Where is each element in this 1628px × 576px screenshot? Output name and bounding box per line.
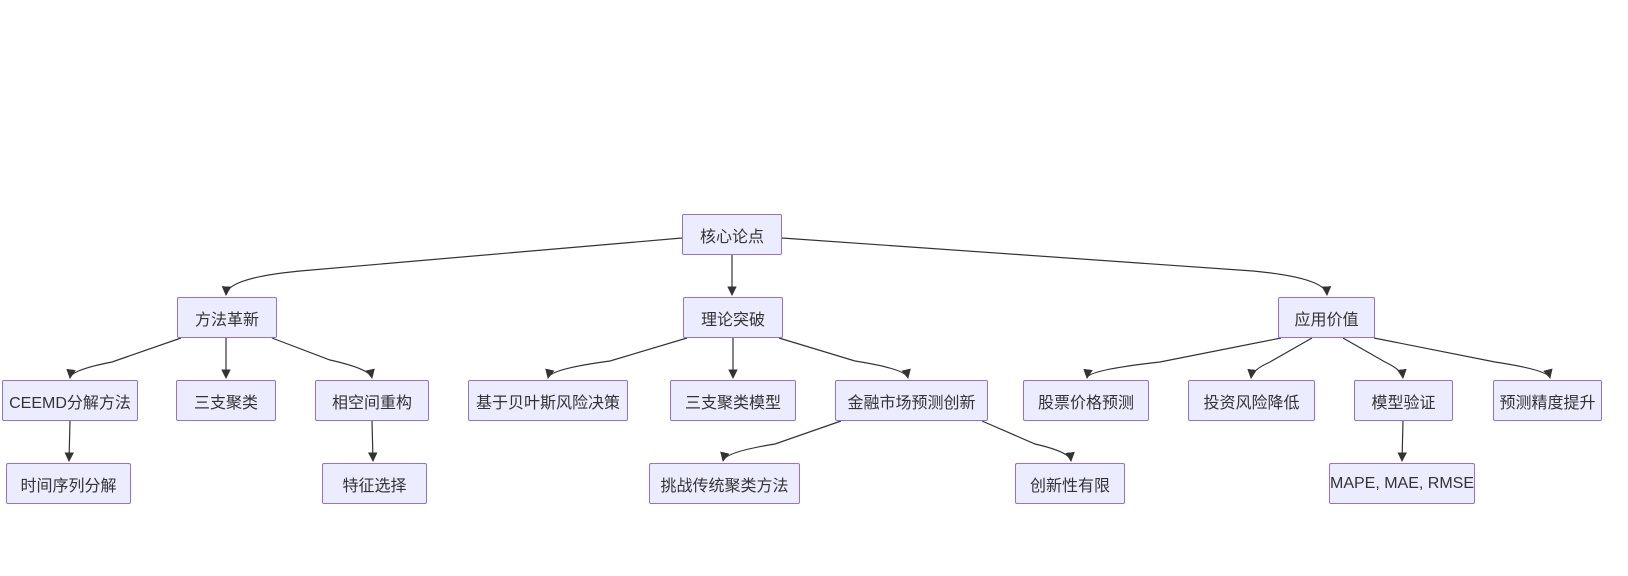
edge-application-precision [1373, 337, 1553, 379]
node-metrics: MAPE, MAE, RMSE [1329, 463, 1475, 504]
node-validation: 模型验证 [1354, 380, 1453, 421]
node-theory: 理论突破 [683, 297, 783, 338]
node-precision-label: 预测精度提升 [1499, 394, 1596, 412]
node-core-label: 核心论点 [699, 228, 764, 246]
edge-finance-limited [981, 420, 1075, 462]
node-feature: 特征选择 [322, 463, 427, 504]
node-bayes: 基于贝叶斯风险决策 [468, 380, 628, 421]
node-feature-label: 特征选择 [342, 477, 407, 495]
edge-core-method [221, 237, 683, 296]
node-theory-label: 理论突破 [700, 311, 765, 329]
node-three-way-label: 三支聚类 [193, 394, 258, 412]
node-application: 应用价值 [1278, 297, 1375, 338]
edge-theory-finance [778, 337, 911, 379]
edge-validation-metrics [1397, 420, 1408, 462]
node-core: 核心论点 [682, 214, 782, 255]
node-phase-space: 相空间重构 [315, 380, 429, 421]
node-risk-label: 投资风险降低 [1203, 394, 1300, 412]
node-bayes-label: 基于贝叶斯风险决策 [475, 394, 620, 412]
edge-method-phase-space [271, 337, 375, 379]
node-finance: 金融市场预测创新 [835, 380, 988, 421]
node-time-series-label: 时间序列分解 [20, 477, 117, 495]
node-finance-label: 金融市场预测创新 [847, 394, 976, 412]
node-precision: 预测精度提升 [1493, 380, 1602, 421]
node-phase-space-label: 相空间重构 [331, 394, 412, 412]
edge-theory-bayes [545, 337, 688, 379]
node-three-way: 三支聚类 [176, 380, 276, 421]
edge-core-application [781, 237, 1332, 296]
node-stock: 股票价格预测 [1023, 380, 1149, 421]
edge-ceemd-time-series [64, 420, 75, 462]
edge-application-validation [1342, 337, 1407, 379]
node-ceemd: CEEMD分解方法 [2, 380, 138, 421]
node-application-label: 应用价值 [1294, 311, 1359, 329]
node-twc-model: 三支聚类模型 [670, 380, 796, 421]
node-limited: 创新性有限 [1015, 463, 1125, 504]
node-challenge-label: 挑战传统聚类方法 [660, 477, 789, 495]
node-method-label: 方法革新 [194, 311, 259, 329]
edge-phase-space-feature [367, 420, 378, 462]
edge-method-ceemd [66, 337, 182, 379]
edge-application-stock [1083, 337, 1282, 379]
node-validation-label: 模型验证 [1371, 394, 1436, 412]
node-challenge: 挑战传统聚类方法 [649, 463, 800, 504]
node-time-series: 时间序列分解 [6, 463, 131, 504]
node-method: 方法革新 [177, 297, 277, 338]
edge-application-risk [1247, 337, 1313, 379]
node-twc-model-label: 三支聚类模型 [684, 394, 781, 412]
node-limited-label: 创新性有限 [1029, 477, 1110, 495]
node-ceemd-label: CEEMD分解方法 [9, 394, 131, 412]
node-metrics-label: MAPE, MAE, RMSE [1329, 474, 1475, 492]
edge-finance-challenge [720, 420, 842, 462]
node-stock-label: 股票价格预测 [1037, 394, 1134, 412]
node-risk: 投资风险降低 [1188, 380, 1315, 421]
